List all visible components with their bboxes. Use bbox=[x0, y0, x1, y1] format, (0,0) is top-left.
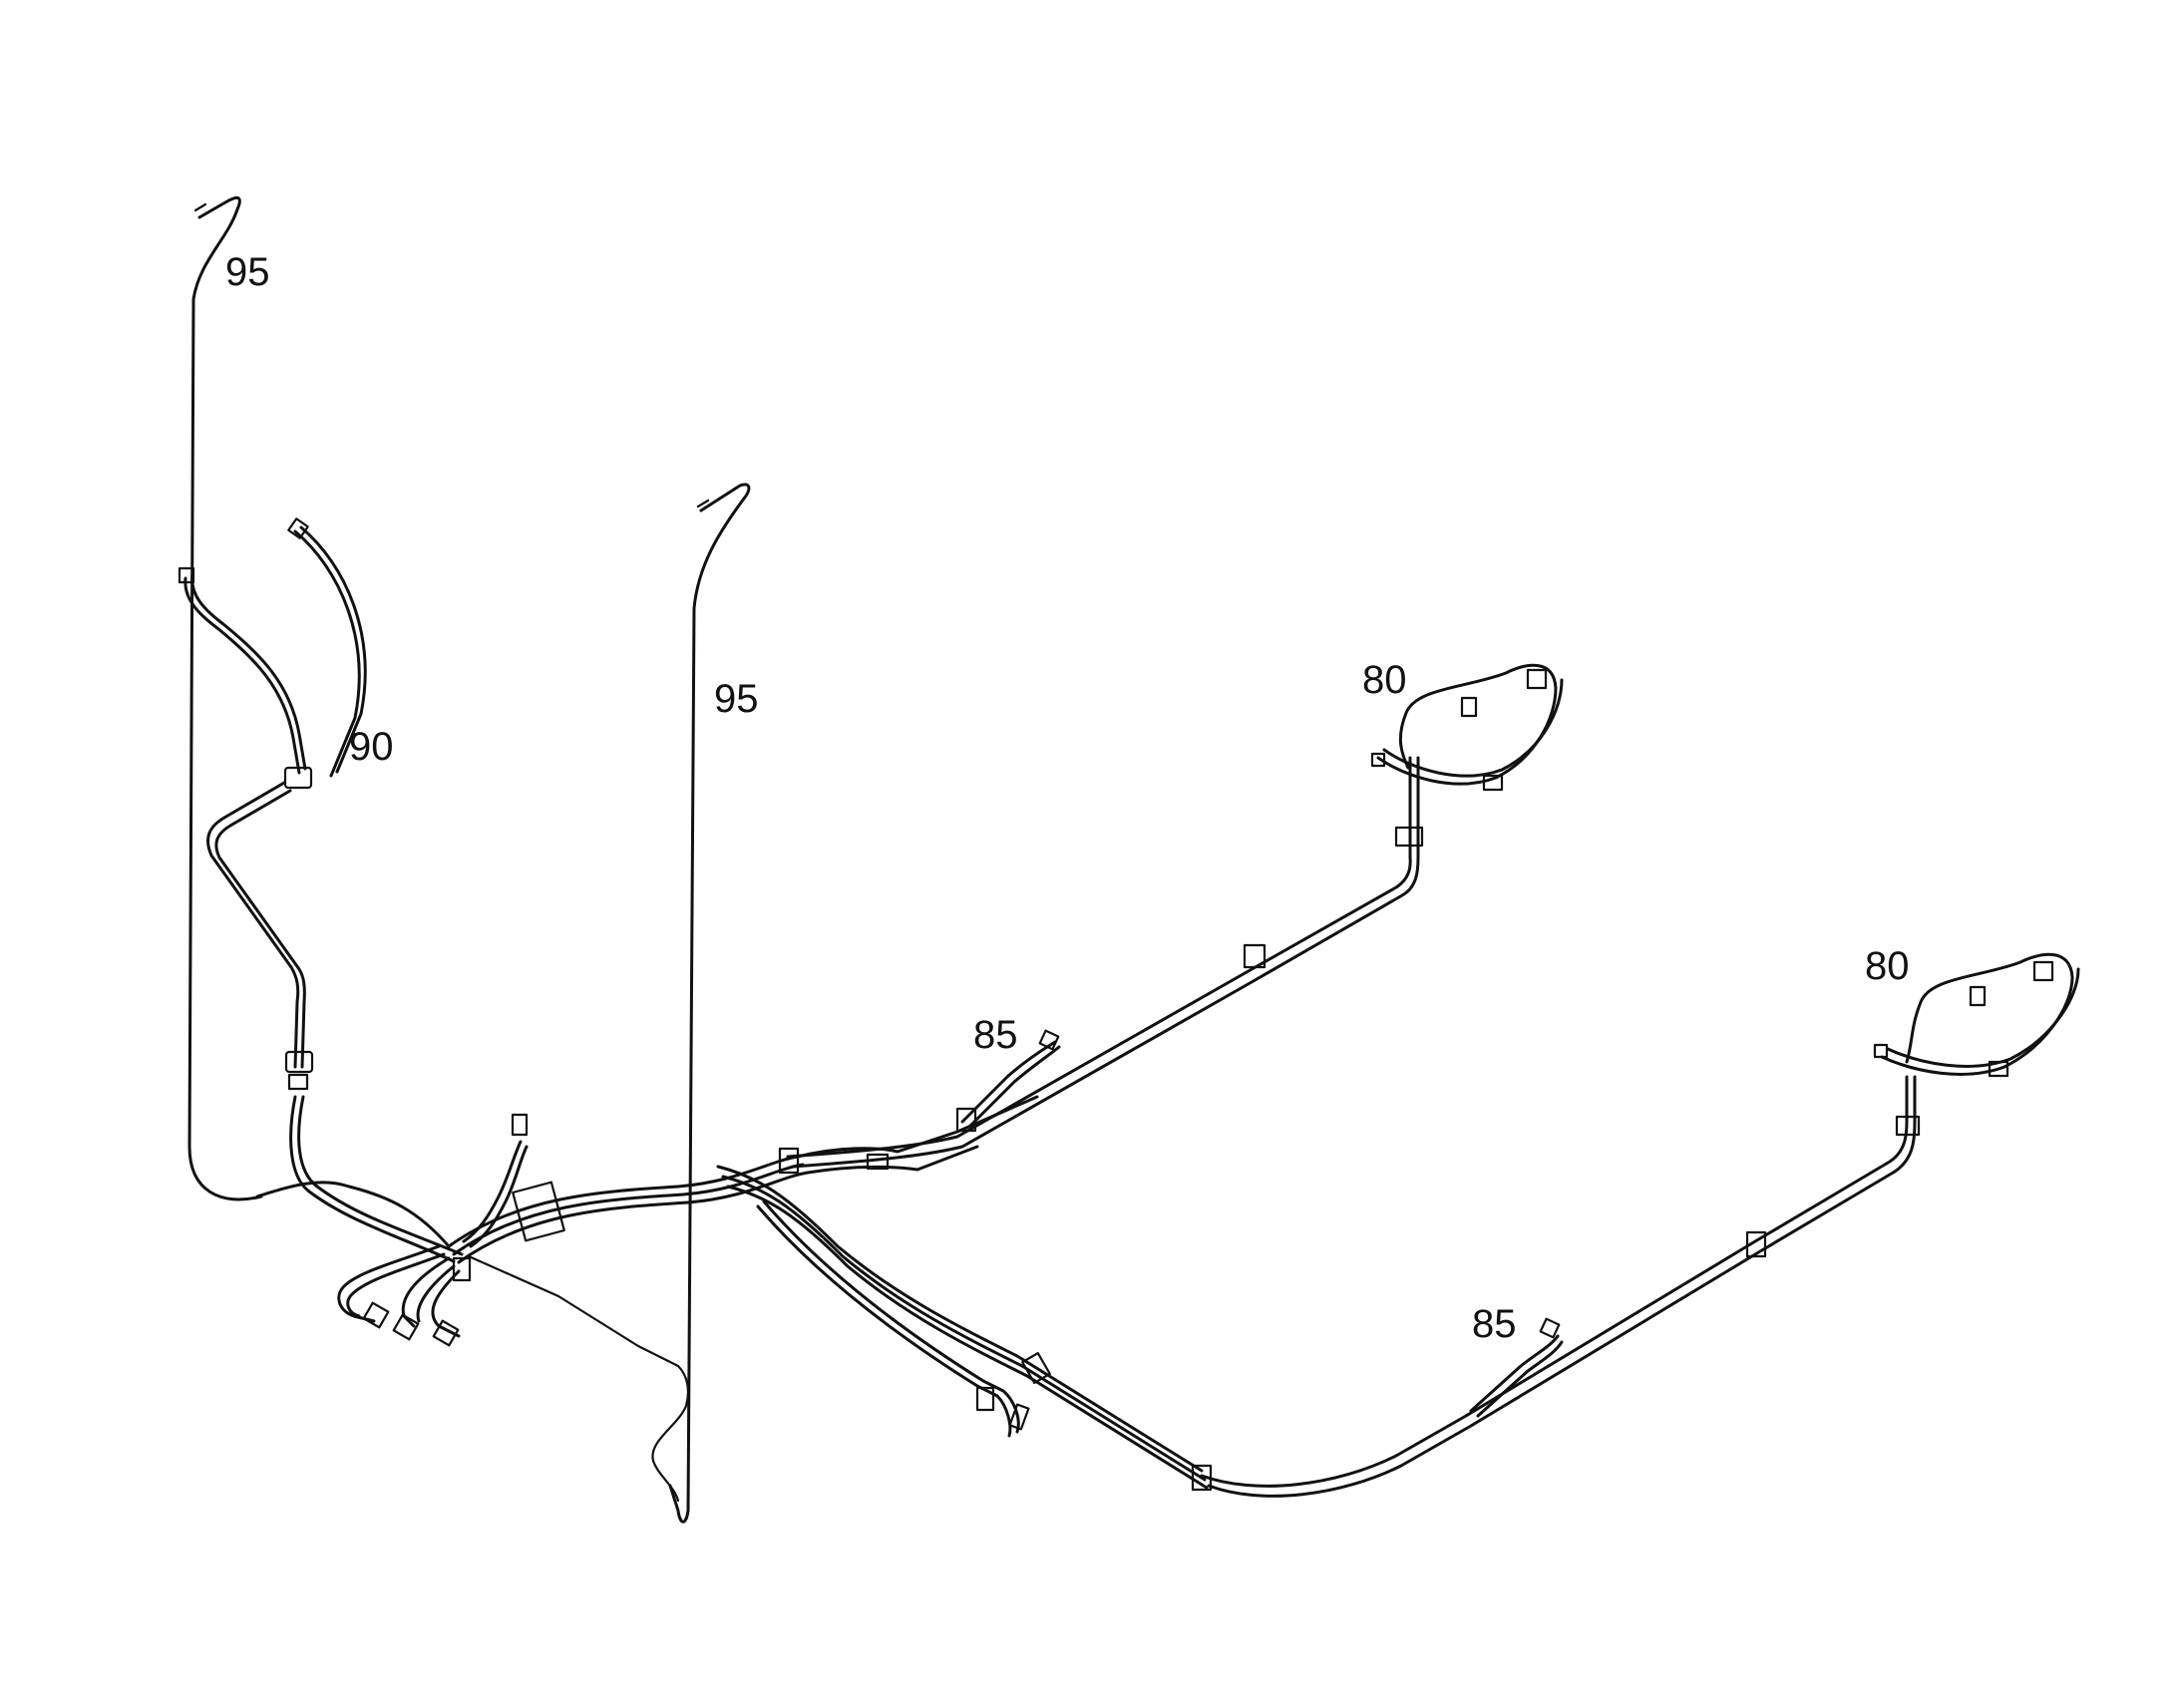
tube-95-left bbox=[187, 195, 263, 1201]
tube-85-lower bbox=[1469, 1317, 1564, 1418]
upper-branch bbox=[786, 756, 1424, 1169]
tube-85-upper bbox=[960, 1029, 1061, 1129]
main-harness bbox=[255, 1095, 1039, 1264]
hose-90 bbox=[178, 517, 367, 1091]
fitting-cluster bbox=[337, 1113, 689, 1503]
callout-95-center: 95 bbox=[714, 677, 759, 721]
callout-90: 90 bbox=[349, 725, 394, 769]
callout-85-lower: 85 bbox=[1472, 1302, 1517, 1346]
lower-branch bbox=[716, 1075, 1921, 1498]
loop-80-lower bbox=[1873, 952, 2080, 1078]
tube-95-center bbox=[668, 483, 751, 1524]
loop-80-upper bbox=[1370, 663, 1564, 792]
callout-80-upper: 80 bbox=[1362, 658, 1407, 702]
callout-80-lower: 80 bbox=[1865, 944, 1910, 988]
callout-85-upper: 85 bbox=[973, 1013, 1018, 1057]
callout-95-left: 95 bbox=[225, 250, 270, 294]
